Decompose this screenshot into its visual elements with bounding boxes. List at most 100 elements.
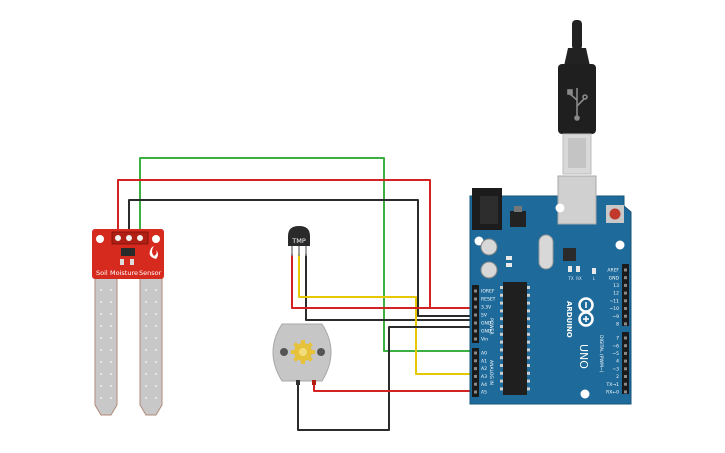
analog-pin[interactable] — [474, 374, 477, 378]
chip-pin — [500, 317, 503, 321]
flame-logo-icon — [149, 246, 158, 259]
chip-pin — [527, 379, 530, 383]
board-mount-hole-2 — [555, 203, 565, 213]
probe-dot — [154, 300, 158, 304]
gear-tooth — [293, 342, 300, 349]
digital-bottom-pin[interactable] — [624, 336, 627, 340]
digital-top-pin-label: ~11 — [610, 298, 620, 304]
sensor-pin-2[interactable] — [126, 235, 132, 241]
analog-pin[interactable] — [474, 351, 477, 355]
digital-top-pin-label: ~9 — [612, 314, 619, 320]
gear-tooth — [306, 342, 313, 349]
power-pin[interactable] — [474, 337, 477, 341]
led-label-l: L — [593, 276, 596, 281]
board-mount-hole-4 — [580, 389, 590, 399]
digital-bottom-pin-label: ~3 — [612, 366, 619, 372]
motor-terminal-right — [312, 380, 316, 385]
analog-pin[interactable] — [474, 367, 477, 371]
power-pin[interactable] — [474, 297, 477, 301]
digital-bottom-pin-label: 4 — [616, 359, 619, 365]
wire-black-sensor-ground[interactable] — [128, 199, 472, 317]
chip-pin — [527, 356, 530, 360]
probe-dot — [144, 384, 148, 388]
temperature-sensor[interactable]: TMP — [288, 226, 310, 256]
probe-dot — [99, 384, 103, 388]
probe-dot — [99, 312, 103, 316]
sensor-resistor-2 — [130, 259, 134, 265]
digital-bottom-pin-label: 2 — [616, 374, 619, 380]
analog-pin[interactable] — [474, 359, 477, 363]
probe-dot — [99, 348, 103, 352]
digital-bottom-pin[interactable] — [624, 375, 627, 378]
probe-dot — [109, 324, 113, 328]
tmp-body — [288, 226, 310, 246]
power-pin[interactable] — [474, 305, 477, 309]
digital-bottom-pin[interactable] — [624, 382, 627, 386]
probe-dot — [99, 360, 103, 364]
usb-cable-wire — [572, 20, 582, 50]
probe-dots — [99, 288, 158, 400]
wire-red-tmp-power[interactable] — [291, 254, 472, 309]
led-tx — [568, 266, 572, 272]
analog-pin-label: A1 — [481, 358, 487, 364]
wire-black-tmp-ground[interactable] — [305, 254, 472, 321]
digital-bottom-pin[interactable] — [624, 351, 627, 355]
digital-bottom-pin-label: ~6 — [612, 343, 619, 349]
board-mount-hole-1 — [474, 236, 484, 246]
arduino-uno-board[interactable]: TX RX L ARDUINO UNO IOREFRESET3.3V5VGNDG… — [469, 175, 632, 405]
digital-top-pin[interactable] — [624, 268, 627, 272]
digital-top-pin-label: ~10 — [610, 306, 620, 312]
atmega-chip — [503, 282, 527, 395]
digital-top-pin[interactable] — [624, 307, 627, 310]
probe-dot — [154, 360, 158, 364]
digital-top-pin[interactable] — [624, 283, 627, 287]
digital-top-pin[interactable] — [624, 299, 627, 303]
wire-green-sensor-signal[interactable] — [139, 157, 472, 352]
sensor-pin-3[interactable] — [137, 235, 143, 241]
power-pin[interactable] — [474, 321, 477, 325]
digital-bottom-pin-label: RX←0 — [606, 390, 619, 396]
soil-moisture-sensor[interactable]: Soil Moisture Sensor — [92, 229, 164, 416]
power-pin[interactable] — [474, 289, 477, 293]
sensor-label-soil: Soil — [96, 269, 108, 277]
probe-dot — [154, 372, 158, 376]
sensor-resistor — [120, 259, 124, 265]
digital-top-pin[interactable] — [624, 291, 627, 295]
wire-black-motor-ground[interactable] — [297, 326, 472, 431]
sensor-pin-1[interactable] — [115, 235, 121, 241]
analog-pin-label: A0 — [481, 351, 487, 357]
wire-yellow-tmp-signal[interactable] — [298, 254, 472, 375]
power-pin-label: 5V — [481, 313, 488, 319]
digital-top-pin[interactable] — [624, 276, 627, 280]
power-pin[interactable] — [474, 313, 477, 317]
capacitor-1 — [480, 238, 498, 256]
sensor-mount-hole-right — [152, 235, 160, 243]
digital-top-pin[interactable] — [624, 322, 627, 326]
analog-pin-label: A5 — [481, 390, 487, 396]
gear-tooth — [301, 359, 305, 364]
digital-bottom-pin[interactable] — [624, 390, 627, 394]
chip-pin — [527, 364, 530, 367]
probe-dot — [109, 300, 113, 304]
digital-top-pin-label: GND — [609, 275, 620, 281]
dc-motor[interactable] — [272, 323, 332, 385]
digital-header-top-strip — [622, 264, 629, 326]
probe-dot — [154, 384, 158, 388]
chip-pin — [500, 286, 503, 289]
digital-bottom-pin[interactable] — [624, 359, 627, 363]
digital-top-pin[interactable] — [624, 314, 627, 318]
usb-cable[interactable] — [558, 20, 596, 175]
gear-tooth — [306, 355, 313, 362]
analog-pin-label: A4 — [481, 382, 487, 388]
digital-bottom-pin[interactable] — [624, 367, 627, 371]
reset-button[interactable] — [609, 208, 621, 220]
digital-bottom-pin[interactable] — [624, 344, 627, 348]
wire-red-motor[interactable] — [313, 382, 472, 392]
power-pin[interactable] — [474, 329, 477, 333]
analog-pin[interactable] — [474, 390, 477, 394]
analog-pin[interactable] — [474, 382, 477, 386]
probe-dot — [99, 372, 103, 376]
chip-pin — [527, 340, 530, 344]
usb-strain-relief — [564, 48, 590, 66]
